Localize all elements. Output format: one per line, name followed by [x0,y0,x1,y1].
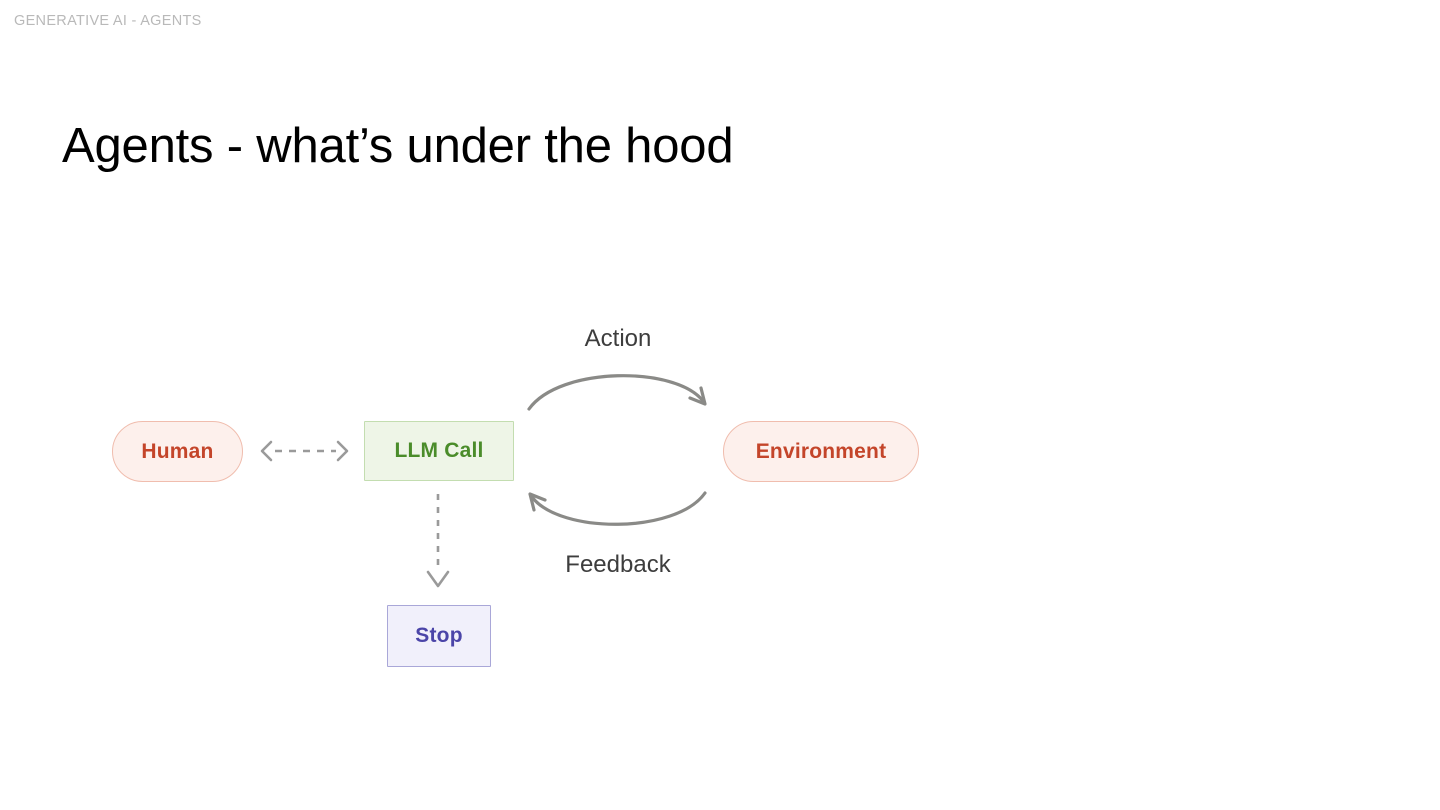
edge-label-action: Action [584,325,652,352]
slide-eyebrow: GENERATIVE AI - AGENTS [14,13,202,29]
node-stop[interactable]: Stop [387,605,491,667]
edge-llm-call-stop [426,494,450,588]
edge-action-arc [527,374,707,411]
edge-label-feedback: Feedback [565,551,671,578]
node-environment[interactable]: Environment [723,421,919,482]
edge-human-llm-call [260,440,349,462]
edge-feedback-arc [528,491,707,526]
node-human[interactable]: Human [112,421,243,482]
page-title: Agents - what’s under the hood [62,118,734,173]
node-llm-call[interactable]: LLM Call [364,421,514,481]
